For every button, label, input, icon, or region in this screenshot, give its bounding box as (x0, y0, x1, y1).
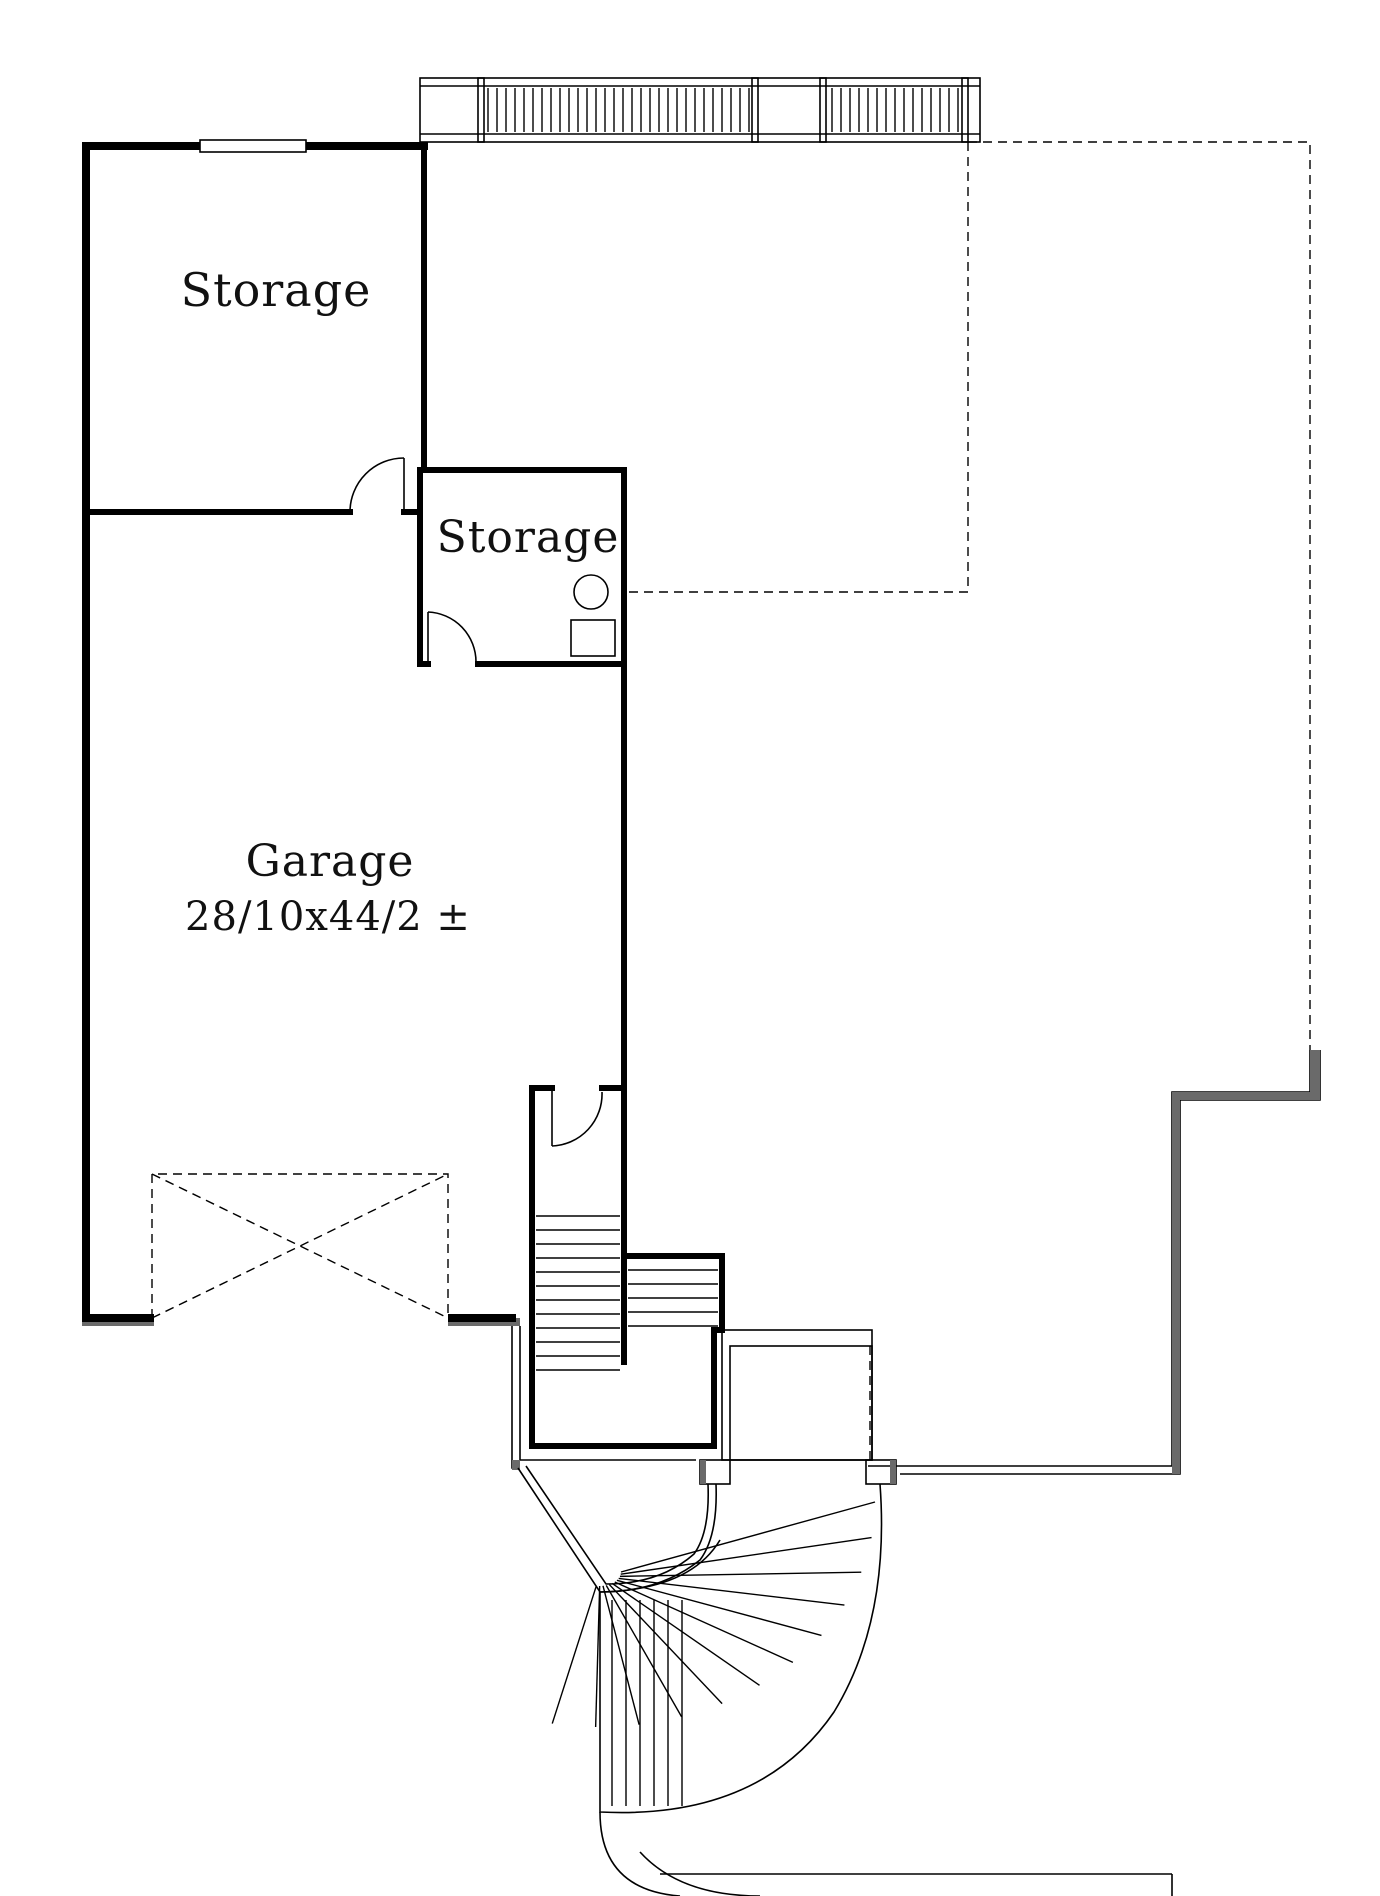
drawing-line (620, 1501, 876, 1573)
drawing-line (602, 1585, 640, 1725)
drawing-line (616, 1579, 822, 1637)
drawing-line (608, 1584, 723, 1705)
room-dimensions-garage: 28/10x44/2 ± (185, 894, 471, 940)
top-deck-railing (419, 77, 981, 143)
door-swing-stairs (551, 1088, 603, 1147)
drawing-line (605, 1585, 683, 1718)
interior-stairs (511, 1085, 725, 1470)
drawing-line (551, 1585, 598, 1724)
door-swing-small-storage (427, 611, 477, 664)
water-heater-icon (573, 574, 609, 610)
garage-door (151, 1173, 449, 1319)
building-outline-right (699, 1050, 1321, 1485)
window (199, 139, 307, 153)
curved-exterior-stair (517, 1465, 1173, 1896)
furnace-icon (570, 619, 616, 657)
drawing-line (618, 1577, 845, 1606)
door-swing-upper-storage (349, 457, 405, 513)
drawing-line (614, 1581, 794, 1663)
drawing-line (620, 1536, 872, 1575)
storage-small-room (417, 467, 627, 667)
drawing-line (611, 1582, 760, 1686)
garage-walls (82, 661, 627, 1326)
upper-floor-overhang (622, 141, 1311, 1050)
room-label-garage: Garage (246, 836, 415, 887)
room-label-storage-small: Storage (437, 512, 620, 563)
drawing-line (619, 1571, 862, 1578)
room-label-storage-upper: Storage (181, 263, 372, 317)
drawing-line (594, 1585, 601, 1727)
